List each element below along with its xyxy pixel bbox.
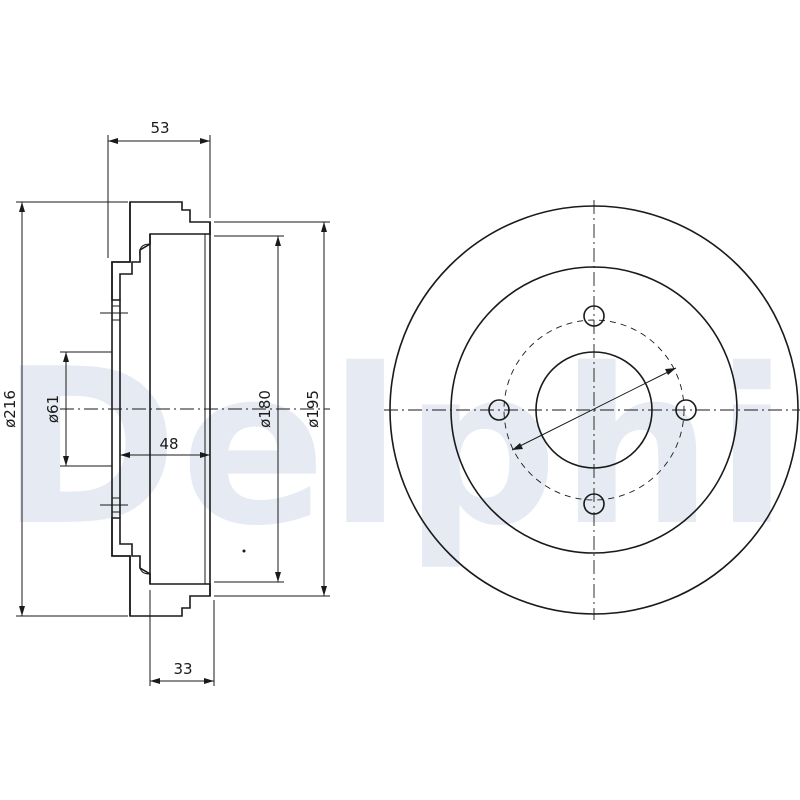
- dim-61-arrow-top: [63, 352, 69, 362]
- dim-53-arrow-right: [200, 138, 210, 144]
- dim-61-arrow-bottom: [63, 456, 69, 466]
- dim-48-arrow-right: [200, 452, 210, 458]
- dim-53-arrow-left: [108, 138, 118, 144]
- diag-arrow-start: [512, 443, 523, 450]
- drum-wall-section-top: [111, 201, 211, 301]
- bolt-hole-section-bottom: [111, 497, 121, 513]
- dim-180-arrow-bottom: [275, 572, 281, 582]
- dim-195-arrow-bottom: [321, 586, 327, 596]
- drum-outline-top: [111, 202, 131, 300]
- fillet-top: [139, 243, 151, 257]
- side-section-view: 53 33 48 ø216 ø61 ø180: [1, 119, 330, 686]
- dim-216-arrow-top: [19, 202, 25, 212]
- drum-outline-bottom: [111, 518, 131, 616]
- bolt-circle-diameter-line: [511, 367, 677, 451]
- diag-arrow-end: [665, 368, 676, 375]
- dim-195-label: ø195: [304, 390, 322, 428]
- bolt-hole-left: [488, 399, 510, 421]
- dim-195-arrow-top: [321, 222, 327, 232]
- delphi-watermark: Delphi: [0, 322, 791, 573]
- dim-216-label: ø216: [1, 390, 19, 428]
- speck: [242, 549, 246, 553]
- dim-48-label: 48: [159, 435, 178, 453]
- bolt-hole-bottom: [583, 493, 605, 515]
- bolt-hole-section-top: [111, 305, 121, 321]
- dim-216-arrow-bottom: [19, 606, 25, 616]
- dim-33-arrow-left: [150, 678, 160, 684]
- bolt-hole-right: [675, 399, 697, 421]
- dim-180-label: ø180: [256, 390, 274, 428]
- dim-53-label: 53: [150, 119, 169, 137]
- dim-61-label: ø61: [44, 395, 62, 423]
- dim-48-arrow-left: [120, 452, 130, 458]
- dim-180-arrow-top: [275, 236, 281, 246]
- front-view: [384, 200, 800, 620]
- bolt-hole-top: [583, 305, 605, 327]
- fillet-bottom: [139, 561, 151, 575]
- dim-33-arrow-right: [204, 678, 214, 684]
- dim-33-label: 33: [173, 660, 192, 678]
